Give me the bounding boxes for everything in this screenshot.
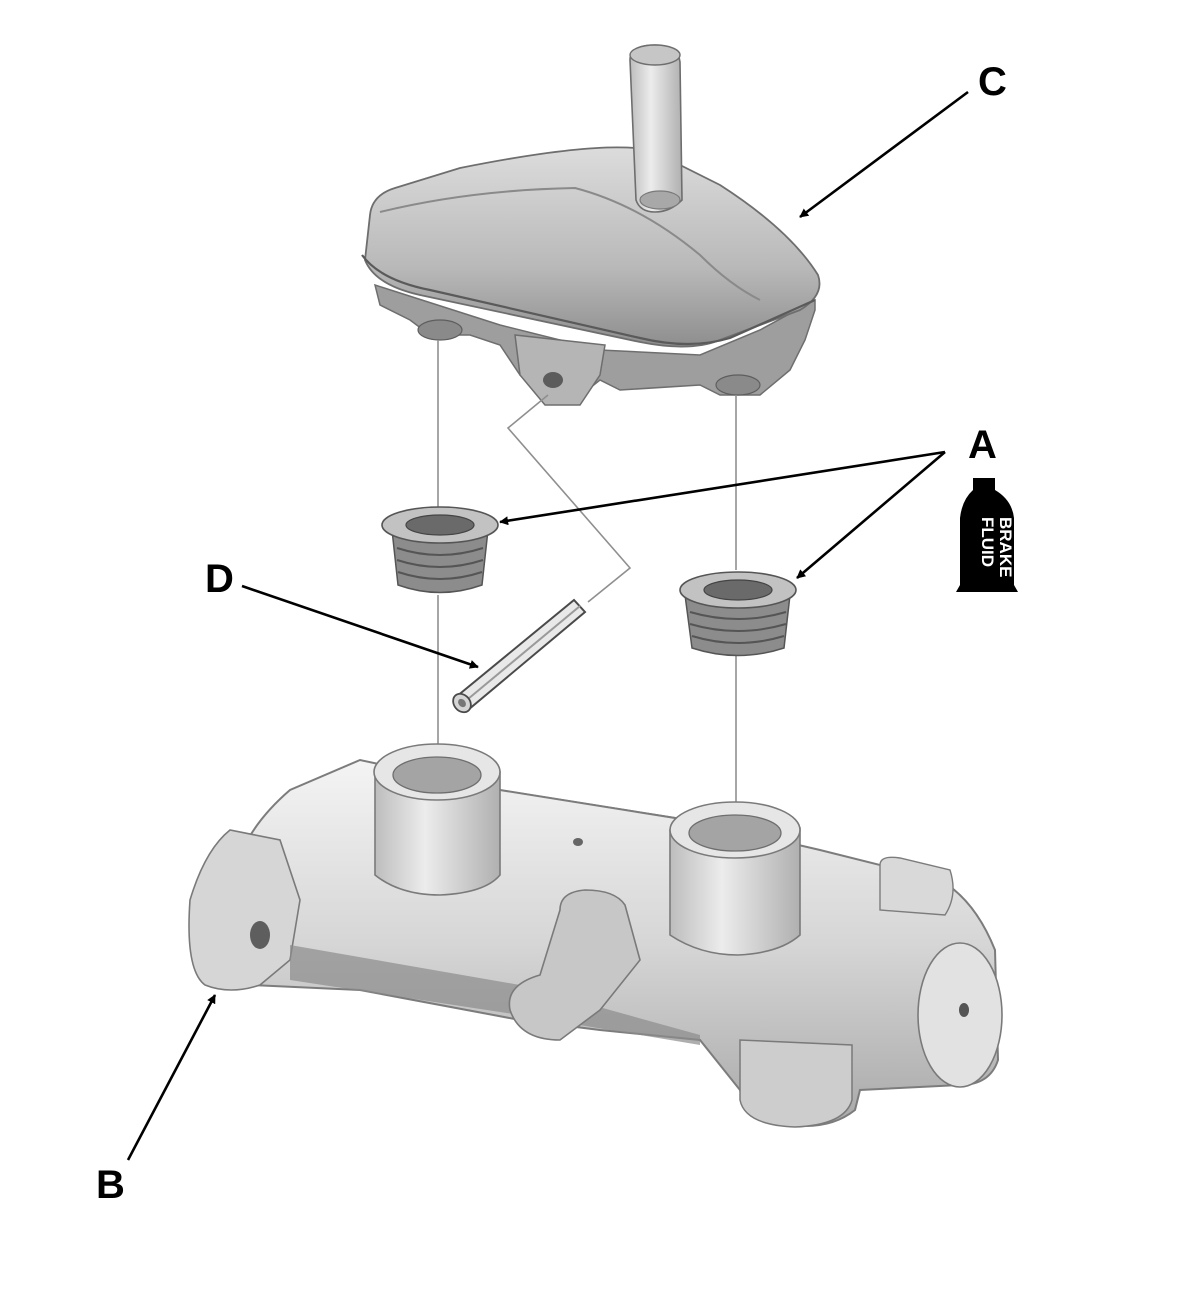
brake-fluid-bottle-icon: BRAKE FLUID <box>956 478 1018 592</box>
leader-lines <box>126 90 969 1161</box>
callout-c: C <box>978 60 1007 104</box>
reservoir-seal-right <box>679 571 797 657</box>
master-cylinder-body <box>188 743 1003 1128</box>
callout-a: A <box>968 423 997 467</box>
bottle-label-fluid: FLUID <box>978 517 997 567</box>
bottle-label-brake: BRAKE <box>996 517 1015 577</box>
reservoir-tank <box>361 44 821 406</box>
leader-a-right <box>796 451 946 579</box>
leader-a-left <box>499 450 946 526</box>
leader-c <box>799 90 969 219</box>
reservoir-seal-left <box>381 506 499 594</box>
roll-pin <box>452 598 587 714</box>
callout-b: B <box>96 1163 125 1207</box>
callout-d: D <box>205 557 234 601</box>
leader-b <box>126 994 217 1161</box>
leader-d <box>241 584 479 669</box>
